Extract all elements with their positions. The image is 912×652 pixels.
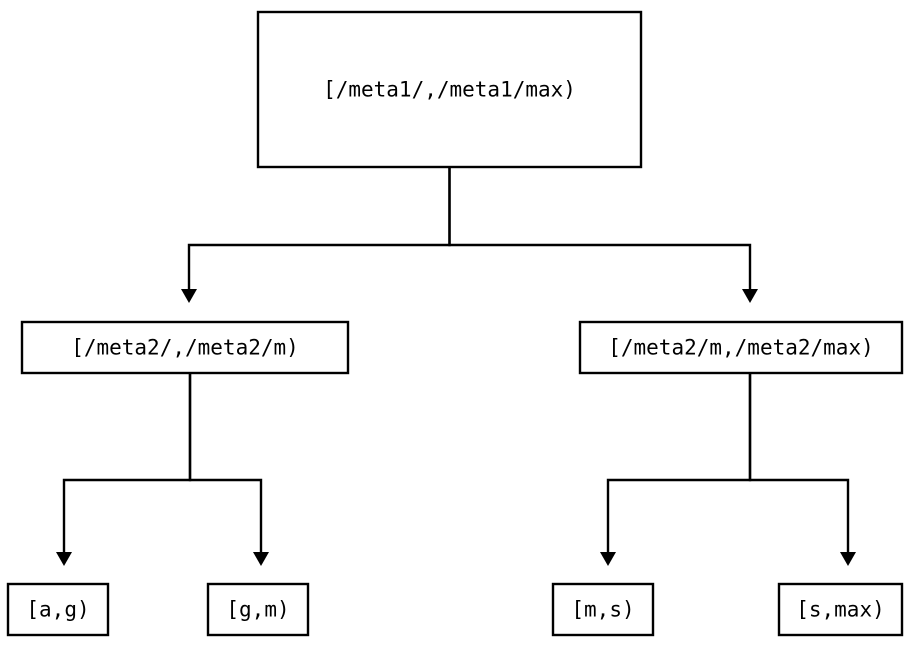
node-label: [s,max) [796,598,885,622]
edge-line [187,167,451,289]
node-label: [/meta2/m,/meta2/max) [608,336,874,360]
tree-node-leaf-ag[interactable]: [a,g) [6,582,110,637]
node-box [777,582,904,637]
tree-node-leaf-ms[interactable]: [m,s) [551,582,655,637]
edge-line [748,373,850,552]
edge-mid-right-leaf-ms [600,373,752,566]
tree-node-root[interactable]: [/meta1/,/meta1/max) [256,10,643,169]
arrowhead-icon [840,552,856,566]
tree-node-leaf-smax[interactable]: [s,max) [777,582,904,637]
arrowhead-icon [253,552,269,566]
node-label: [g,m) [226,598,289,622]
arrowhead-icon [742,289,758,303]
arrowhead-icon [56,552,72,566]
edge-root-mid-left [181,167,451,303]
node-label: [m,s) [571,598,634,622]
node-box [551,582,655,637]
edge-line [62,373,192,552]
node-label: [/meta2/,/meta2/m) [71,336,299,360]
node-box [256,10,643,169]
arrowhead-icon [181,289,197,303]
node-box [6,582,110,637]
edge-line [606,373,752,552]
edge-mid-left-leaf-ag [56,373,192,566]
tree-node-leaf-gm[interactable]: [g,m) [206,582,310,637]
edge-line [188,373,263,552]
node-label: [a,g) [26,598,89,622]
node-box [578,320,904,375]
tree-node-mid-left[interactable]: [/meta2/,/meta2/m) [20,320,350,375]
edge-line [448,167,752,289]
node-label: [/meta1/,/meta1/max) [323,78,576,102]
node-box [20,320,350,375]
arrowhead-icon [600,552,616,566]
node-box [206,582,310,637]
tree-node-mid-right[interactable]: [/meta2/m,/meta2/max) [578,320,904,375]
edge-mid-right-leaf-smax [748,373,856,566]
edge-mid-left-leaf-gm [188,373,269,566]
edges-layer [56,167,856,566]
edge-root-mid-right [448,167,758,303]
nodes-layer: [/meta1/,/meta1/max) [/meta2/,/meta2/m) [/… [6,10,904,637]
